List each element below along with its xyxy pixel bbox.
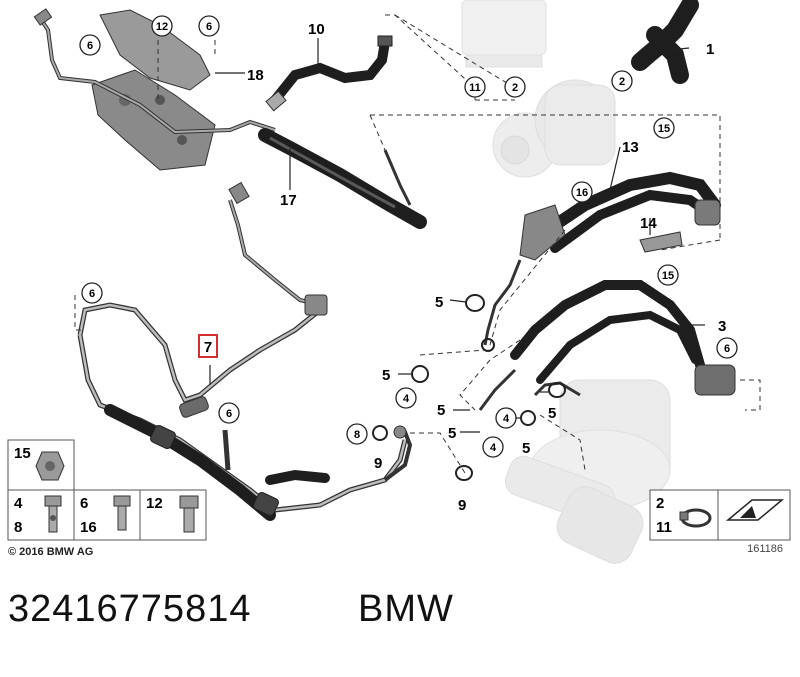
callout-17: 17 <box>280 192 297 209</box>
svg-text:16: 16 <box>576 187 588 199</box>
callout-16: 16 <box>571 181 593 203</box>
callout-2a: 2 <box>504 76 526 98</box>
callout-14: 14 <box>640 215 657 232</box>
leader-lines <box>74 14 761 474</box>
callout-6a: 6 <box>198 15 220 37</box>
lower-pipe-assembly <box>77 181 408 521</box>
svg-text:6: 6 <box>87 40 93 52</box>
reservoir-ghost <box>461 0 547 68</box>
bracket-16 <box>519 204 566 261</box>
callout-8: 8 <box>346 423 368 445</box>
callout-5e: 5 <box>548 405 556 422</box>
svg-text:4: 4 <box>490 442 497 454</box>
svg-text:15: 15 <box>662 270 674 282</box>
svg-text:8: 8 <box>14 519 22 536</box>
pump-ghost <box>492 79 616 178</box>
callout-6b: 6 <box>79 34 101 56</box>
callout-6d: 6 <box>716 337 738 359</box>
callout-5a: 5 <box>435 294 443 311</box>
svg-text:2: 2 <box>619 76 625 88</box>
callout-5b: 5 <box>382 367 390 384</box>
callout-4b: 4 <box>495 407 517 429</box>
callout-18: 18 <box>247 67 264 84</box>
svg-text:4: 4 <box>503 413 510 425</box>
banjo-bolt-icon <box>44 495 62 533</box>
svg-text:6: 6 <box>89 288 95 300</box>
svg-text:6: 6 <box>724 343 730 355</box>
callout-3: 3 <box>718 318 726 335</box>
solid-leaders <box>209 38 705 433</box>
svg-text:2: 2 <box>656 495 664 512</box>
svg-text:16: 16 <box>80 519 97 536</box>
hose-clamp-icon <box>679 508 712 528</box>
callout-11a: 11 <box>464 76 486 98</box>
copyright-text: © 2016 BMW AG <box>8 546 93 558</box>
svg-text:6: 6 <box>80 495 88 512</box>
bolt-icon <box>113 495 131 531</box>
legend-bottom-left: 15 4 8 6 16 12 <box>7 439 207 541</box>
svg-text:12: 12 <box>156 21 168 33</box>
svg-text:8: 8 <box>354 429 360 441</box>
hose-3 <box>510 280 705 370</box>
svg-text:15: 15 <box>14 445 31 462</box>
svg-text:15: 15 <box>658 123 670 135</box>
steering-rack-ghost <box>504 379 671 564</box>
svg-text:2: 2 <box>512 82 518 94</box>
hose-10 <box>270 37 390 105</box>
hose-13 <box>549 171 721 231</box>
svg-text:11: 11 <box>469 82 481 94</box>
arrow-icon <box>725 499 785 521</box>
callout-5f: 5 <box>522 440 530 457</box>
svg-text:4: 4 <box>403 393 410 405</box>
callout-15a: 15 <box>653 117 675 139</box>
bracket-14 <box>639 231 683 253</box>
image-code: 161186 <box>747 543 783 555</box>
callout-10: 10 <box>308 21 325 38</box>
part-number: 32416775814 <box>8 588 252 630</box>
callout-9a: 9 <box>374 455 382 472</box>
callout-13: 13 <box>622 139 639 156</box>
callout-1: 1 <box>706 41 714 58</box>
callout-5d: 5 <box>448 425 456 442</box>
callout-9b: 9 <box>458 497 466 514</box>
callout-7-highlighted[interactable]: 7 <box>198 334 218 358</box>
svg-text:4: 4 <box>14 495 23 512</box>
callout-2b: 2 <box>611 70 633 92</box>
svg-text:6: 6 <box>206 21 212 33</box>
callout-5c: 5 <box>437 402 445 419</box>
svg-text:6: 6 <box>226 408 232 420</box>
flange-bolt-icon <box>179 495 199 533</box>
callout-6c: 6 <box>81 282 103 304</box>
svg-text:12: 12 <box>146 495 163 512</box>
o-rings <box>372 294 566 481</box>
brand-name: BMW <box>358 588 454 630</box>
svg-text:7: 7 <box>204 339 212 356</box>
callout-12: 12 <box>151 15 173 37</box>
callout-6e: 6 <box>218 402 240 424</box>
legend-bottom-right: 2 11 <box>649 489 791 541</box>
callout-15b: 15 <box>657 264 679 286</box>
callout-4c: 4 <box>482 436 504 458</box>
callout-4a: 4 <box>395 387 417 409</box>
svg-text:11: 11 <box>656 519 672 536</box>
